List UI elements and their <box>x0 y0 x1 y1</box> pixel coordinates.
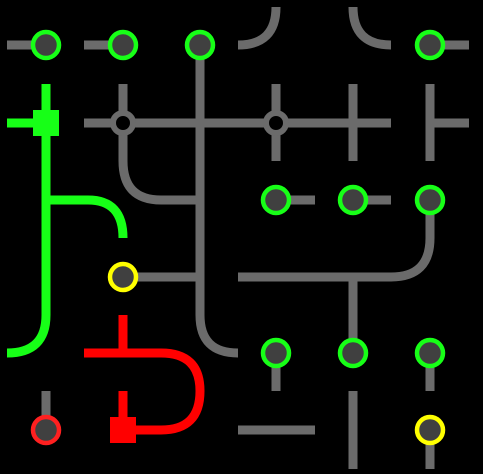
tile-r1-c5[interactable] <box>425 84 469 161</box>
endpoint-powered[interactable] <box>414 337 446 369</box>
tile-r0-c5[interactable] <box>414 29 469 61</box>
tile-r2-c0[interactable] <box>41 195 84 277</box>
tile-r0-c1[interactable] <box>84 29 139 61</box>
endpoint-powered[interactable] <box>414 184 446 216</box>
endpoint-powered[interactable] <box>30 29 62 61</box>
endpoint-unpowered[interactable] <box>107 261 139 293</box>
tile-r3-c5[interactable] <box>390 237 435 282</box>
tile-r3-c0[interactable] <box>6 277 51 358</box>
tile-r1-c2[interactable] <box>161 84 238 200</box>
tile-r4-c1[interactable] <box>84 315 161 358</box>
tile-r2-c3[interactable] <box>260 184 315 216</box>
tile-r1-c1[interactable] <box>84 84 161 161</box>
endpoint-powered[interactable] <box>337 337 369 369</box>
tile-r0-c2[interactable] <box>184 29 216 90</box>
junction-hub <box>110 110 136 136</box>
tile-r1-c0[interactable] <box>7 84 59 200</box>
tile-r5-c2[interactable] <box>160 390 205 435</box>
tile-r0-c3[interactable] <box>237 6 281 50</box>
red-power-source[interactable] <box>110 417 136 443</box>
tile-r0-c4[interactable] <box>348 6 392 50</box>
tile-r2-c5[interactable] <box>414 184 446 238</box>
endpoint-powered[interactable] <box>107 29 139 61</box>
endpoint-powered[interactable] <box>414 29 446 61</box>
endpoint-conflict[interactable] <box>30 414 62 446</box>
endpoint-powered[interactable] <box>337 184 369 216</box>
junction-hub <box>263 110 289 136</box>
tile-r4-c3[interactable] <box>260 337 292 391</box>
tile-r2-c4[interactable] <box>337 184 391 216</box>
tile-r3-c2[interactable] <box>161 200 239 358</box>
tile-r0-c0[interactable] <box>7 29 62 61</box>
tile-r5-c5[interactable] <box>414 414 446 469</box>
tile-r2-c1[interactable] <box>84 160 200 239</box>
tile-r4-c4[interactable] <box>337 315 369 369</box>
endpoint-unpowered[interactable] <box>414 414 446 446</box>
tile-r4-c5[interactable] <box>414 337 446 391</box>
tile-r1-c4[interactable] <box>315 84 391 161</box>
endpoint-powered[interactable] <box>184 29 216 61</box>
tile-r5-c1[interactable] <box>110 391 161 443</box>
endpoint-powered[interactable] <box>260 184 292 216</box>
tile-r1-c3[interactable] <box>238 84 315 161</box>
endpoint-powered[interactable] <box>260 337 292 369</box>
tile-r5-c0[interactable] <box>30 391 62 446</box>
green-power-source[interactable] <box>33 110 59 136</box>
tile-r4-c2[interactable] <box>160 348 205 392</box>
tile-r3-c1[interactable] <box>107 261 161 293</box>
